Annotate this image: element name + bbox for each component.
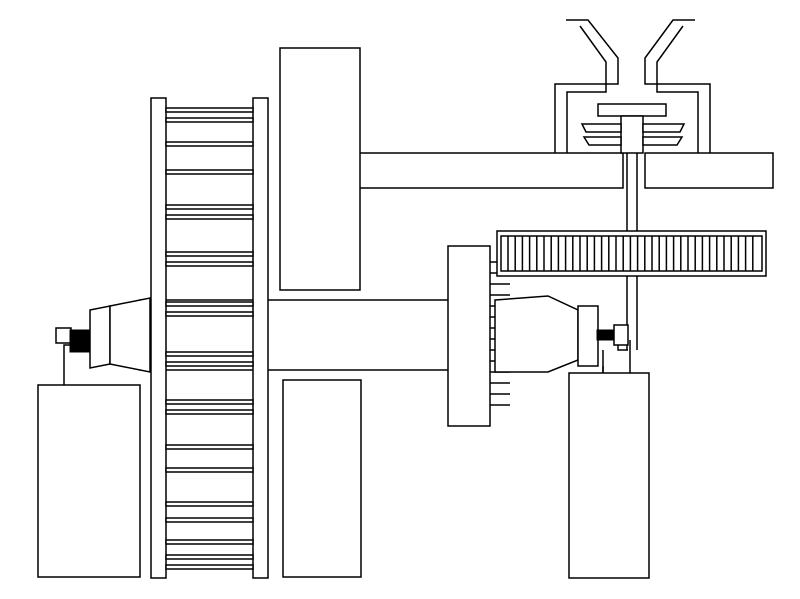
ladder-rung [165, 204, 254, 210]
right-coupling [494, 295, 629, 378]
ladder-rung [165, 399, 254, 405]
hopper-left-wall-inner [566, 25, 607, 153]
ladder-rung [165, 564, 254, 570]
feeder-blade-left-2 [582, 136, 622, 146]
left-bolt-head [55, 327, 72, 344]
feeder-hub [620, 115, 644, 154]
right-coupling-cone [494, 295, 579, 373]
gear-rack-inner [500, 235, 763, 272]
upper-shaft [354, 152, 774, 189]
main-shaft [139, 299, 461, 371]
feeder-assembly [554, 19, 711, 154]
feeder-top-plate [597, 103, 667, 117]
ladder-rung [165, 261, 254, 267]
right-coupling-flange [577, 305, 599, 367]
ladder-rung [165, 554, 254, 560]
comb-column-body [447, 245, 491, 427]
ladder-rung [165, 251, 254, 257]
ladder-rung [165, 141, 254, 147]
ladder-rung [165, 351, 254, 357]
left-motor-housing [37, 384, 141, 578]
ladder-rung [165, 169, 254, 175]
feeder-blade-right-1 [642, 123, 686, 133]
lower-housing-block [282, 379, 362, 578]
ladder-right-rail [252, 97, 269, 579]
ladder-rung [165, 361, 254, 367]
hopper-right-wall-outer [644, 19, 711, 153]
right-motor-bracket [602, 340, 631, 373]
feeder-blade-right-2 [642, 136, 684, 146]
ladder-rung [165, 539, 254, 545]
ladder-rung [165, 311, 254, 317]
ladder-frame [150, 97, 269, 579]
ladder-rung [165, 301, 254, 307]
left-motor [37, 344, 141, 578]
ladder-rung [165, 107, 254, 113]
right-bolt-nut [596, 329, 616, 341]
right-motor-housing [568, 372, 650, 579]
ladder-rungs [165, 107, 254, 570]
gear-rack-teeth [507, 236, 754, 271]
hopper-right-wall-inner [656, 25, 699, 153]
ladder-rung [165, 444, 254, 450]
left-bolt-nut [69, 329, 91, 353]
right-motor [568, 340, 650, 579]
left-coupling-flange [89, 305, 111, 369]
ladder-left-rail [150, 97, 167, 579]
ladder-rung [165, 467, 254, 473]
left-coupling [55, 297, 151, 373]
upper-housing-block [279, 47, 361, 291]
left-coupling-cone [109, 297, 151, 373]
ladder-rung [165, 501, 254, 507]
ladder-rung [165, 214, 254, 220]
feeder-blade-left-1 [580, 123, 622, 133]
hopper-left-wall-outer [554, 19, 619, 153]
gear-rack [496, 230, 767, 277]
right-bolt-head [613, 324, 629, 346]
ladder-rung [165, 117, 254, 123]
ladder-rung [165, 409, 254, 415]
comb-column [447, 245, 510, 427]
ladder-rung [165, 517, 254, 523]
